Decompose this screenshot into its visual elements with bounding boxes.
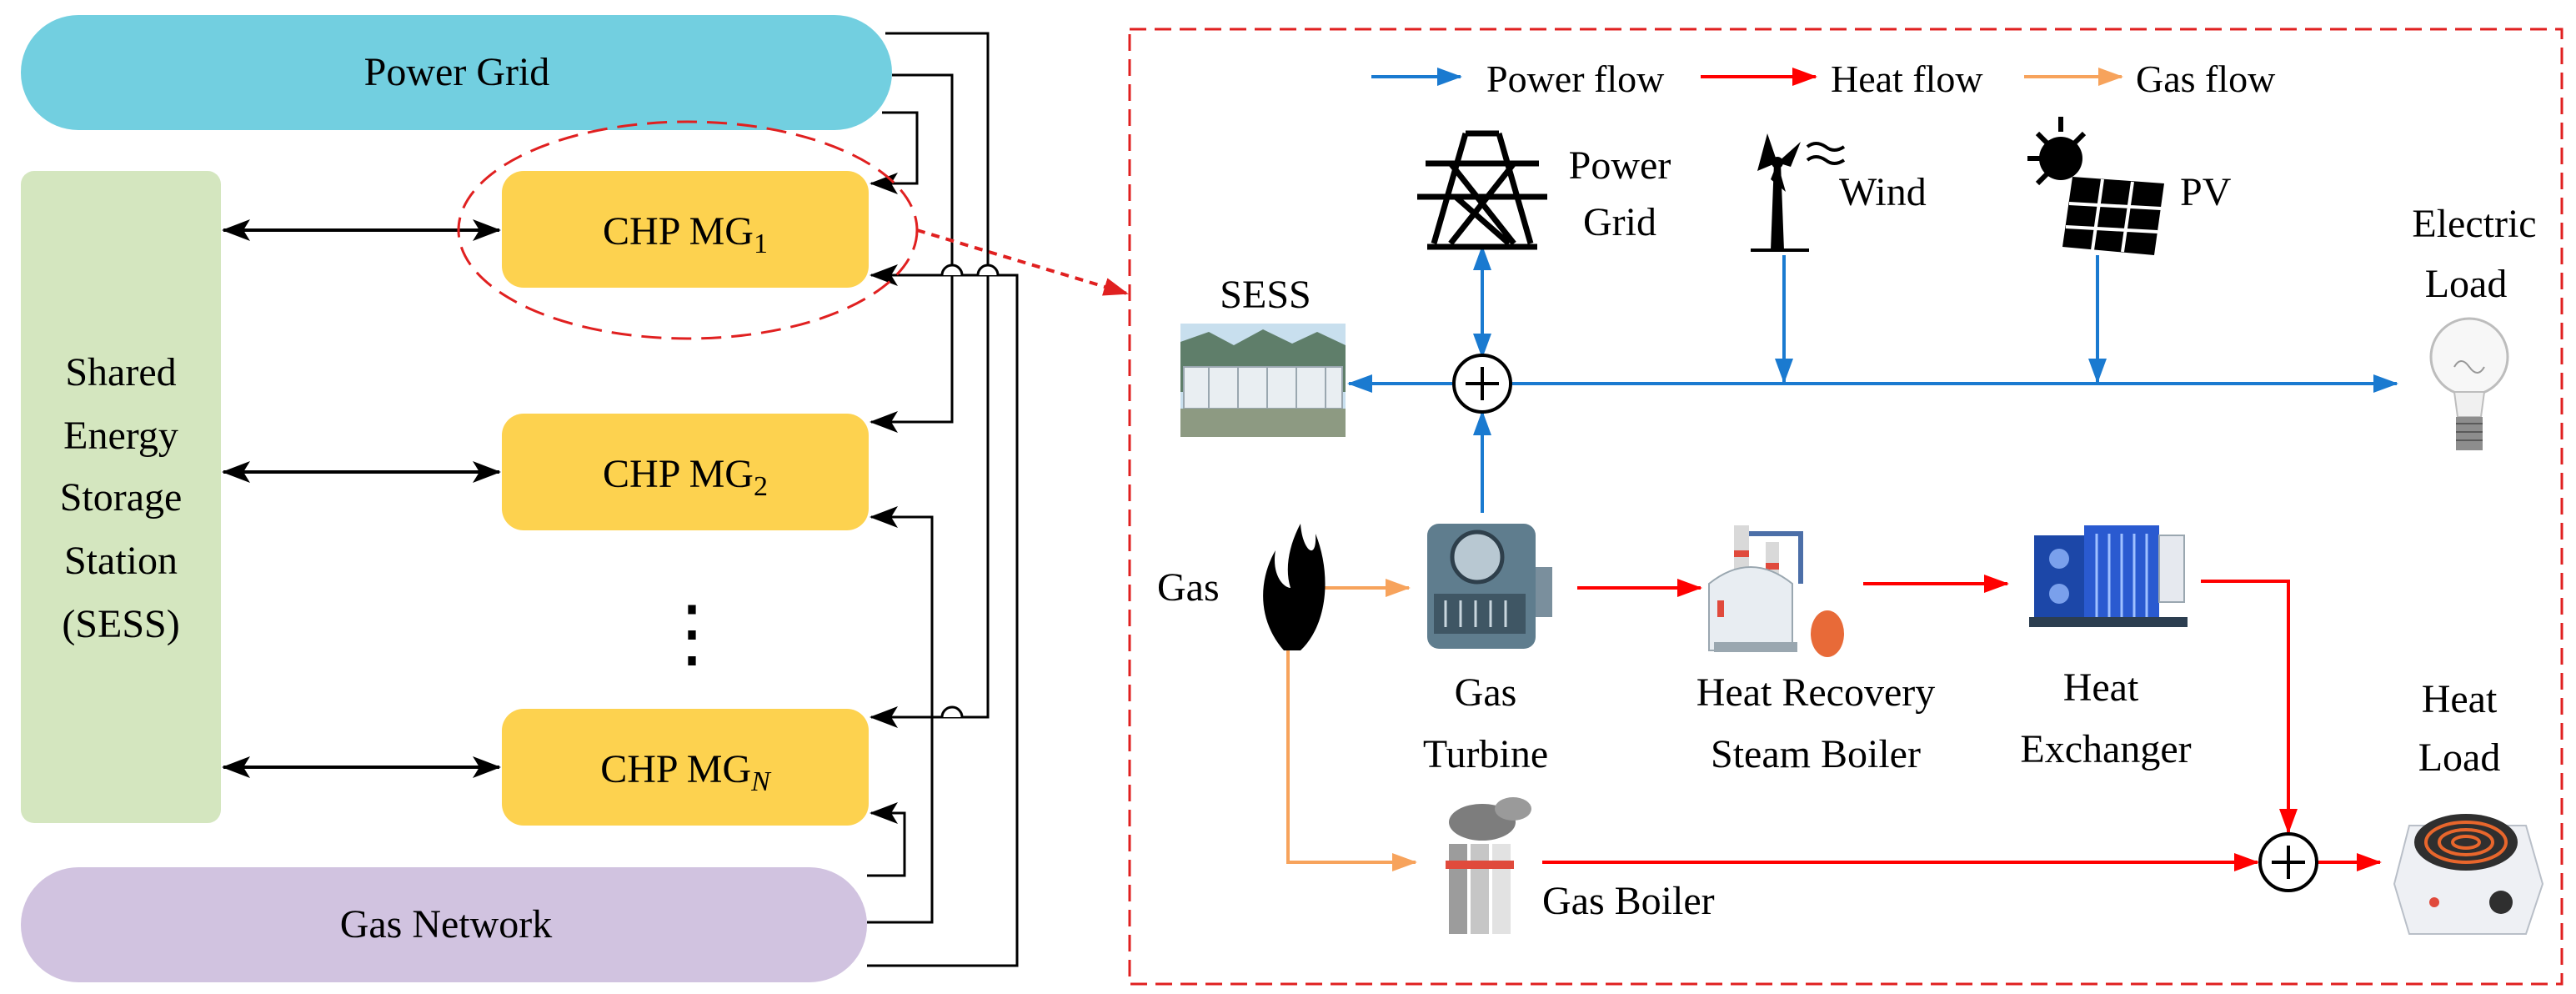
legend-heat-label: Heat flow xyxy=(1831,58,1983,100)
sess-label-line-1: Shared xyxy=(65,350,176,394)
chp-mg2-label: CHP MG2 xyxy=(603,452,768,502)
light-bulb-icon xyxy=(2429,317,2509,450)
gas-network-label: Gas Network xyxy=(340,902,553,946)
heat-exchanger-icon xyxy=(2029,525,2188,627)
heat-exchanger-label-1: Heat xyxy=(2063,665,2139,710)
electric-load-label-2: Load xyxy=(2425,262,2508,306)
gas-network-block xyxy=(21,867,867,982)
power-grid-label: Power Grid xyxy=(364,50,550,94)
chp-mg1-block xyxy=(502,171,869,288)
heat-flow-lines xyxy=(1542,575,2382,871)
heat-load-label-2: Load xyxy=(2418,735,2501,780)
power-grid-node-label-1: Power xyxy=(1569,143,1671,188)
detail-panel: Power flow Heat flow Gas flow xyxy=(1128,28,2563,986)
detail-panel-border xyxy=(1128,28,2563,986)
legend: Power flow Heat flow Gas flow xyxy=(1371,58,2276,100)
heat-load-label-1: Heat xyxy=(2422,677,2498,721)
heat-exchanger-label-2: Exchanger xyxy=(2020,727,2191,771)
sess-node-label: SESS xyxy=(1220,273,1311,317)
junction-power xyxy=(1452,354,1512,414)
hrsb-label-1: Heat Recovery xyxy=(1696,670,1936,715)
gas-flame-icon xyxy=(1263,524,1326,650)
chp-mgn-block xyxy=(502,709,869,826)
gas-flow-lines xyxy=(1286,579,1417,871)
sess-block xyxy=(21,171,221,823)
legend-gas-label: Gas flow xyxy=(2136,58,2276,100)
wind-label: Wind xyxy=(1839,170,1927,214)
hot-plate-icon xyxy=(2393,814,2544,935)
power-grid-wiring xyxy=(870,32,990,728)
pv-panel-icon xyxy=(2027,117,2164,255)
chp-mg1-label: CHP MG1 xyxy=(603,209,768,259)
heat-recovery-boiler-icon xyxy=(1708,525,1844,657)
left-system: Power Grid Gas Network Shared Energy Sto… xyxy=(21,15,1129,982)
sess-storage-icon xyxy=(1180,324,1346,437)
pv-label: PV xyxy=(2180,170,2232,214)
power-grid-node-label-2: Grid xyxy=(1583,200,1656,244)
gas-turbine-icon xyxy=(1427,524,1552,649)
gas-turbine-label-1: Gas xyxy=(1455,670,1517,715)
gas-turbine-label-2: Turbine xyxy=(1423,732,1548,776)
mg-ellipsis: ⋮ xyxy=(654,593,729,675)
sess-label-line-3: Storage xyxy=(60,475,183,520)
power-grid-block xyxy=(21,15,892,130)
sess-label-line-2: Energy xyxy=(63,414,178,458)
gas-label: Gas xyxy=(1157,565,1220,610)
sess-label-line-5: (SESS) xyxy=(62,602,179,646)
power-flow-lines xyxy=(1347,245,2398,513)
chp-mgn-label: CHP MGN xyxy=(600,747,772,797)
electric-load-label-1: Electric xyxy=(2412,202,2536,246)
chp-mg2-block xyxy=(502,414,869,530)
transmission-tower-icon xyxy=(1417,130,1547,250)
legend-power-label: Power flow xyxy=(1486,58,1665,100)
junction-heat xyxy=(2258,832,2318,892)
wind-turbine-icon xyxy=(1751,133,1846,252)
gas-boiler-label: Gas Boiler xyxy=(1542,879,1715,923)
gas-boiler-icon xyxy=(1446,797,1531,934)
wire-crossover-hops xyxy=(940,264,1000,718)
sess-label-line-4: Station xyxy=(64,539,178,583)
zoom-pointer-arrow xyxy=(916,228,1129,296)
hrsb-label-2: Steam Boiler xyxy=(1711,732,1921,776)
gas-network-wiring xyxy=(867,264,1019,967)
